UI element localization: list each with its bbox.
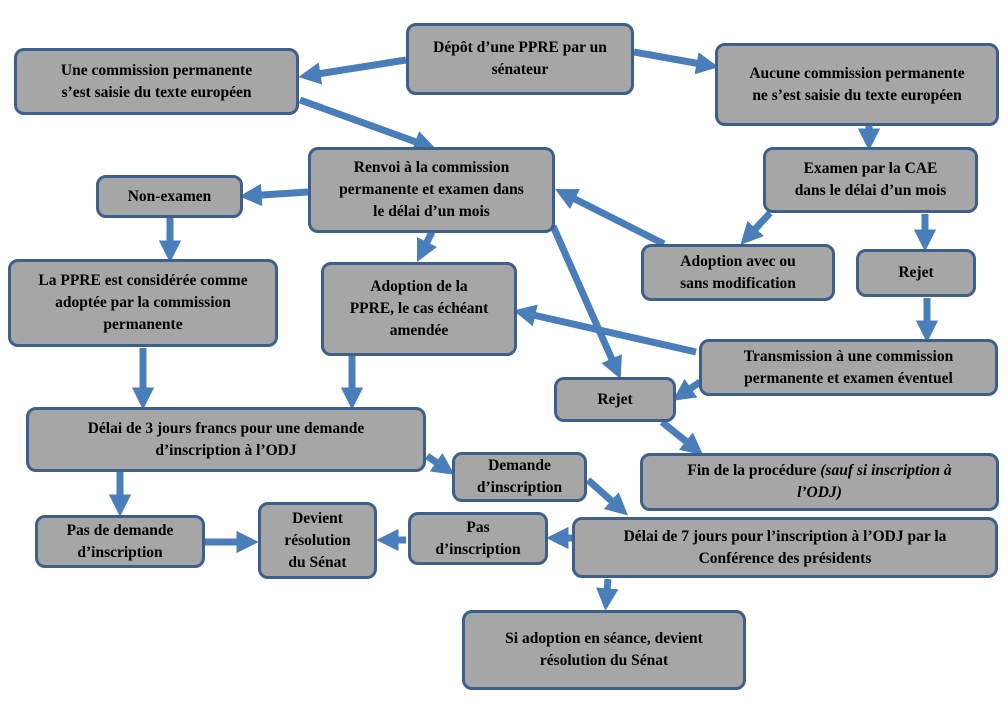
node-adoption-seance-label: Si adoption en séance, devient résolutio… <box>505 630 703 669</box>
arrow-transmission-to-adoption <box>513 304 697 356</box>
arrow-transmission-to-rejet <box>672 378 702 401</box>
node-renvoi-commission-label: Renvoi à la commission permanente et exa… <box>339 159 524 220</box>
arrow-depot-to-aucune <box>633 48 719 75</box>
node-transmission-commission-label: Transmission à une commission permanente… <box>743 347 954 387</box>
node-non-examen-label: Non-examen <box>127 187 212 205</box>
node-ppre-adoptee-label: La PPRE est considérée comme adoptée par… <box>38 272 248 333</box>
arrow-adoptionmodif-to-renvoi <box>555 188 666 248</box>
node-rejet: Rejet <box>554 377 676 422</box>
node-renvoi-commission: Renvoi à la commission permanente et exa… <box>308 147 555 233</box>
arrow-depot-to-commission <box>298 56 407 85</box>
node-aucune-commission: Aucune commission permanente ne s’est sa… <box>715 43 999 126</box>
arrow-rejet-to-fin <box>659 419 704 456</box>
arrow-delai3-to-demande <box>425 452 455 475</box>
node-demande-inscription-label: Demande d’inscription <box>476 457 563 496</box>
arrow-renvoi-to-nonexamen <box>239 183 309 207</box>
node-fin-procedure-label: Fin de la procédure (sauf si inscription… <box>687 460 951 504</box>
node-adoption-ppre-label: Adoption de la PPRE, le cas échéant amen… <box>349 278 489 339</box>
arrow-commission-to-renvoi <box>298 96 437 153</box>
node-commission-saisie-label: Une commission permanente s’est saisie d… <box>60 61 253 101</box>
node-delai-3-jours: Délai de 3 jours francs pour une demande… <box>26 407 426 472</box>
node-aucune-commission-label: Aucune commission permanente ne s’est sa… <box>749 64 965 104</box>
node-devient-resolution-label: Devient résolution du Sénat <box>284 509 351 571</box>
node-pas-inscription: Pas d’inscription <box>408 512 548 565</box>
arrow-renvoi-to-adoption <box>416 230 438 263</box>
fin-procedure-main-text: Fin de la procédure <box>687 462 821 479</box>
node-depot-ppre: Dépôt d’une PPRE par un sénateur <box>406 23 634 95</box>
node-transmission-commission: Transmission à une commission permanente… <box>699 339 998 396</box>
node-delai-3-jours-label: Délai de 3 jours francs pour une demande… <box>87 419 365 459</box>
arrow-demande-to-delai7 <box>585 477 629 516</box>
arrow-cae-to-adoptionmodif <box>740 210 773 245</box>
node-depot-ppre-label: Dépôt d’une PPRE par un sénateur <box>433 39 607 78</box>
node-commission-saisie: Une commission permanente s’est saisie d… <box>14 48 299 115</box>
node-rejet-cae: Rejet <box>856 249 976 297</box>
arrow-delai7-to-adoptionseance <box>596 578 619 611</box>
node-rejet-cae-label: Rejet <box>898 264 934 281</box>
node-devient-resolution: Devient résolution du Sénat <box>258 502 377 579</box>
node-pas-de-demande-label: Pas de demande d’inscription <box>66 521 174 561</box>
node-pas-inscription-label: Pas d’inscription <box>435 518 521 558</box>
node-ppre-adoptee: La PPRE est considérée comme adoptée par… <box>8 259 278 347</box>
node-delai-7-jours: Délai de 7 jours pour l’inscription à l’… <box>572 517 998 578</box>
fin-procedure-italic-text: (sauf si inscription à l’ODJ) <box>797 462 952 501</box>
node-delai-7-jours-label: Délai de 7 jours pour l’inscription à l’… <box>623 527 947 567</box>
node-rejet-label: Rejet <box>597 390 633 408</box>
arrow-renvoi-to-rejet <box>549 224 622 380</box>
node-adoption-modification-label: Adoption avec ou sans modification <box>680 252 796 292</box>
node-adoption-ppre: Adoption de la PPRE, le cas échéant amen… <box>321 262 517 356</box>
node-non-examen: Non-examen <box>96 175 243 218</box>
node-adoption-modification: Adoption avec ou sans modification <box>641 244 835 301</box>
node-demande-inscription: Demande d’inscription <box>452 452 587 502</box>
node-examen-cae-label: Examen par la CAE dans le délai d’un moi… <box>794 160 947 199</box>
node-fin-procedure: Fin de la procédure (sauf si inscription… <box>640 453 999 511</box>
node-examen-cae: Examen par la CAE dans le délai d’un moi… <box>763 147 978 213</box>
node-adoption-seance: Si adoption en séance, devient résolutio… <box>462 610 746 690</box>
node-pas-de-demande: Pas de demande d’inscription <box>35 515 205 568</box>
